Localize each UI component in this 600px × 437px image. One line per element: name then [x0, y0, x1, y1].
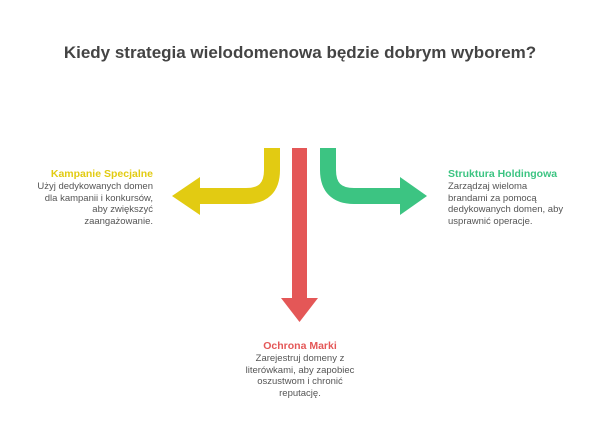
diagram-title: Kiedy strategia wielodomenowa będzie dob…	[63, 43, 537, 62]
branch-text-line: Użyj dedykowanych domen	[37, 181, 153, 192]
branch-text-line: dla kampanii i konkursów,	[44, 192, 153, 204]
branch-text-line: oszustwom i chronić	[257, 376, 343, 387]
branch-kampanie-specjalne: Kampanie Specjalne Użyj dedykowanych dom…	[23, 168, 153, 227]
green-arrow	[320, 148, 427, 215]
branch-ochrona-marki: Ochrona Marki Zarejestruj domeny z liter…	[225, 340, 375, 399]
branch-text-line: Zarejestruj domeny z	[255, 353, 345, 364]
branch-text-line: usprawnić operacje.	[448, 215, 533, 227]
branch-text-line: reputację.	[279, 387, 321, 399]
branch-text-line: aby zwiększyć	[92, 204, 153, 215]
branch-text-line: literówkami, aby zapobiec	[245, 364, 355, 376]
branch-text-line: dedykowanych domen, aby	[448, 204, 564, 215]
branch-text-line: Zarządzaj wieloma	[448, 181, 528, 192]
branch-heading: Struktura Holdingowa	[448, 168, 558, 180]
yellow-arrow	[172, 148, 280, 215]
branch-text-line: brandami za pomocą	[448, 192, 537, 204]
red-arrow	[281, 148, 318, 322]
branch-text-line: zaangażowanie.	[84, 215, 153, 227]
branch-struktura-holdingowa: Struktura Holdingowa Zarządzaj wieloma b…	[448, 168, 578, 227]
branch-heading: Ochrona Marki	[263, 340, 337, 352]
branch-heading: Kampanie Specjalne	[50, 168, 153, 180]
